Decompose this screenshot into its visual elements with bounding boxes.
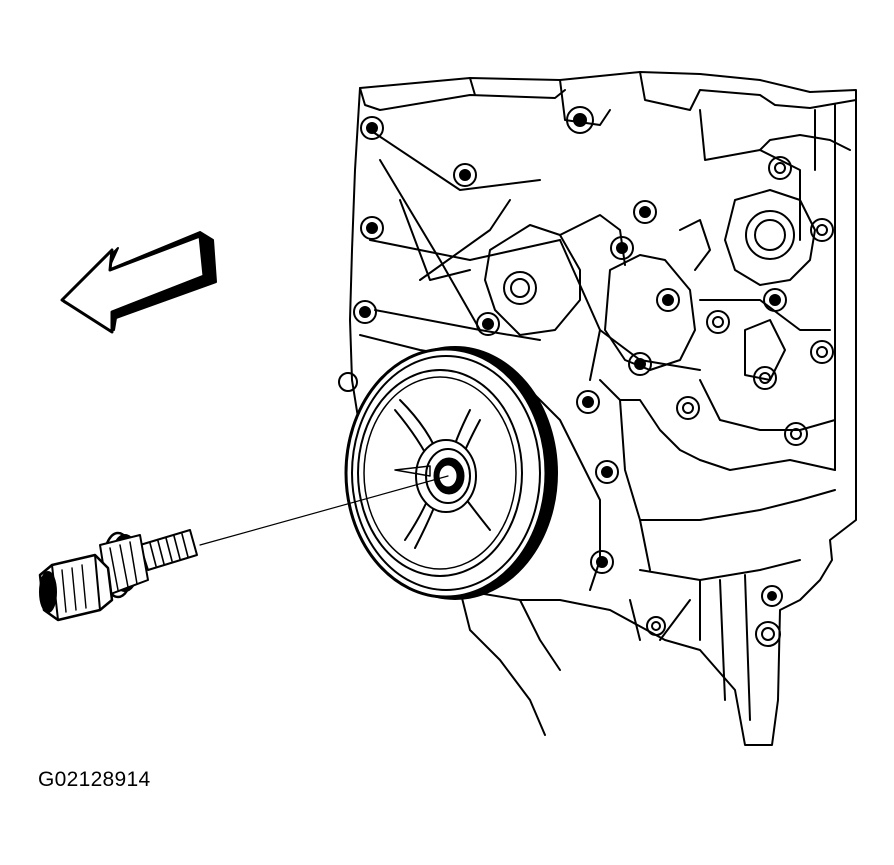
bolt-head: [628, 352, 652, 376]
bolt-head: [633, 200, 657, 224]
bolt-head: [706, 310, 730, 334]
crankshaft-bolt-icon: [38, 529, 198, 622]
bolt-head: [810, 218, 834, 242]
bolt-head: [360, 216, 384, 240]
bolt-head: [753, 366, 777, 390]
engine-block: [349, 71, 857, 746]
alignment-line: [199, 475, 449, 546]
bolt-head: [453, 163, 477, 187]
bolt-head: [590, 550, 614, 574]
bolt-head: [768, 156, 792, 180]
bolt-head: [576, 390, 600, 414]
bolt-head: [595, 460, 619, 484]
bolt-head: [761, 585, 783, 607]
cover-bolts: [338, 106, 834, 647]
bolt-head: [610, 236, 634, 260]
bolt-head: [763, 288, 787, 312]
bolt-head: [676, 396, 700, 420]
pump-flange: [484, 214, 626, 336]
crankshaft-balancer: [344, 346, 558, 600]
arrow-left-icon: [60, 231, 217, 334]
bolt-head: [353, 300, 377, 324]
bolt-head: [646, 616, 666, 636]
bolt-head: [566, 106, 594, 134]
bolt-head: [338, 372, 358, 392]
front-cover-details: [604, 189, 816, 381]
bolt-head: [476, 312, 500, 336]
bolt-head: [810, 340, 834, 364]
bolt-head: [360, 116, 384, 140]
figure-id-label: G02128914: [38, 768, 151, 791]
bolt-head: [755, 621, 781, 647]
bolt-head: [656, 288, 680, 312]
bolt-head: [784, 422, 808, 446]
